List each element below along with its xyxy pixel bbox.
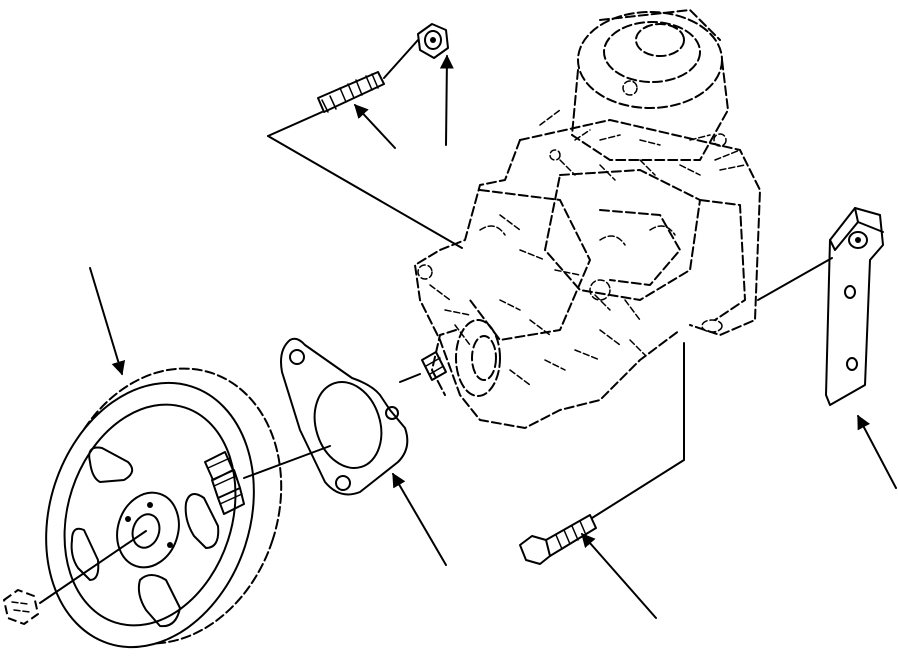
arrow-stud	[354, 103, 396, 149]
arrow-drive-gear	[89, 267, 126, 376]
arrow-flange-bolt	[581, 532, 657, 619]
arrow-bracket	[857, 414, 897, 489]
callout-arrows	[89, 54, 897, 619]
mounting-stud	[317, 71, 385, 113]
gear-teeth	[204, 451, 245, 515]
shaft-key	[421, 351, 447, 381]
arrow-gasket	[392, 472, 447, 566]
leader-lines	[39, 39, 833, 604]
pump-gasket	[280, 337, 409, 496]
support-bracket	[825, 207, 884, 406]
arrow-flange-nut	[439, 54, 454, 146]
drive-gear	[45, 367, 283, 649]
flange-nut	[417, 23, 449, 59]
flange-bolt	[519, 514, 597, 565]
gear-nut-phantom	[3, 589, 39, 625]
injection-pump-phantom	[414, 9, 761, 429]
